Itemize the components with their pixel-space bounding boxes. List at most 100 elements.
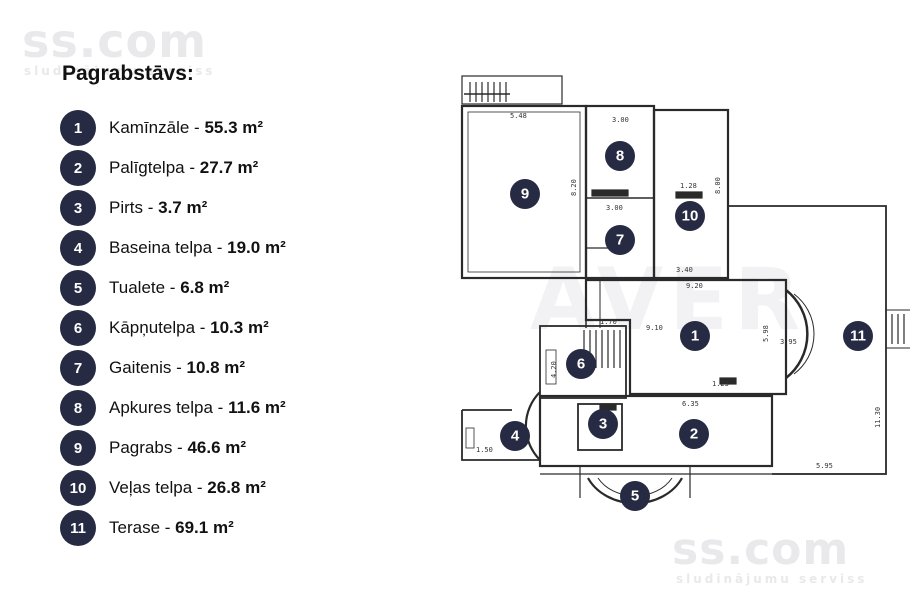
- legend-item: 10 Veļas telpa - 26.8 m²: [60, 468, 286, 508]
- room-name: Baseina telpa -: [109, 238, 228, 257]
- watermark-tagline-top: sludinājumu serviss: [24, 64, 216, 78]
- room-number-badge: 11: [60, 510, 96, 546]
- room-number-badge: 6: [60, 310, 96, 346]
- room-number-badge: 2: [60, 150, 96, 186]
- room-label: Pagrabs - 46.6 m²: [109, 438, 246, 458]
- legend-item: 9 Pagrabs - 46.6 m²: [60, 428, 286, 468]
- room-area: 27.7 m²: [199, 158, 259, 177]
- room-number-badge: 5: [60, 270, 96, 306]
- room-area: 26.8 m²: [207, 478, 266, 497]
- plan-dimensions: 5.48 3.00 8.20 3.40 9.20 9.10 5.98 1.70 …: [476, 112, 882, 470]
- room-area: 10.8 m²: [186, 358, 246, 377]
- room-label: Kāpņutelpa - 10.3 m²: [109, 318, 269, 338]
- legend-item: 2 Palīgtelpa - 27.7 m²: [60, 148, 286, 188]
- room-area: 10.3 m²: [210, 318, 269, 337]
- legend-item: 7 Gaitenis - 10.8 m²: [60, 348, 286, 388]
- dimension-label: 3.00: [606, 204, 623, 212]
- dimension-label: 6.35: [682, 400, 699, 408]
- legend-item: 4 Baseina telpa - 19.0 m²: [60, 228, 286, 268]
- dimension-label: 5.98: [762, 325, 770, 342]
- dimension-label: 1.50: [476, 446, 493, 454]
- legend-item: 8 Apkures telpa - 11.6 m²: [60, 388, 286, 428]
- room-area: 3.7 m²: [158, 198, 208, 217]
- dimension-label: 4.20: [550, 361, 558, 378]
- room-name: Pirts -: [109, 198, 159, 217]
- room-name: Pagrabs -: [109, 438, 188, 457]
- room-legend: 1 Kamīnzāle - 55.3 m² 2 Palīgtelpa - 27.…: [60, 108, 286, 548]
- plan-marker-number: 1: [691, 328, 699, 345]
- dimension-label: 1.70: [600, 318, 617, 326]
- plan-marker-2: 2: [679, 419, 709, 449]
- watermark-brand-top: ss.com: [22, 14, 208, 68]
- floor-plan-drawing: 5.48 3.00 8.20 3.40 9.20 9.10 5.98 1.70 …: [460, 75, 910, 511]
- legend-item: 1 Kamīnzāle - 55.3 m²: [60, 108, 286, 148]
- room-name: Gaitenis -: [109, 358, 187, 377]
- room-area: 19.0 m²: [227, 238, 286, 257]
- room-name: Tualete -: [109, 278, 181, 297]
- dimension-label: 9.10: [646, 324, 663, 332]
- plan-marker-number: 7: [616, 232, 624, 249]
- plan-marker-9: 9: [510, 179, 540, 209]
- room-area: 46.6 m²: [187, 438, 247, 457]
- plan-marker-number: 8: [616, 148, 624, 165]
- plan-marker-11: 11: [843, 321, 873, 351]
- room-label: Tualete - 6.8 m²: [109, 278, 229, 298]
- dimension-label: 3.40: [676, 266, 693, 274]
- room-number-badge: 8: [60, 390, 96, 426]
- plan-marker-8: 8: [605, 141, 635, 171]
- watermark-tagline-bottom: sludinājumu serviss: [676, 572, 868, 586]
- dimension-label: 1.23: [712, 380, 729, 388]
- room-name: Veļas telpa -: [109, 478, 208, 497]
- plan-marker-number: 2: [690, 426, 698, 443]
- plan-marker-number: 5: [631, 488, 639, 505]
- dimension-label: 5.95: [816, 462, 833, 470]
- room-name: Apkures telpa -: [109, 398, 229, 417]
- room-number-badge: 3: [60, 190, 96, 226]
- plan-marker-number: 3: [599, 416, 607, 433]
- dimension-label: 3.00: [612, 116, 629, 124]
- legend-item: 6 Kāpņutelpa - 10.3 m²: [60, 308, 286, 348]
- dimension-label: 9.20: [686, 282, 703, 290]
- room-area: 55.3 m²: [204, 118, 264, 137]
- plan-marker-number: 9: [521, 186, 529, 203]
- plan-marker-number: 10: [682, 208, 699, 225]
- room-name: Kāpņutelpa -: [109, 318, 211, 337]
- dimension-label: 1.28: [680, 182, 697, 190]
- plan-marker-6: 6: [566, 349, 596, 379]
- room-name: Terase -: [109, 518, 176, 537]
- room-name: Kamīnzāle -: [109, 118, 205, 137]
- plan-marker-4: 4: [500, 421, 530, 451]
- room-number-badge: 1: [60, 110, 96, 146]
- plan-marker-number: 6: [577, 356, 585, 373]
- room-label: Veļas telpa - 26.8 m²: [109, 478, 266, 498]
- room-label: Apkures telpa - 11.6 m²: [109, 398, 286, 418]
- legend-item: 11 Terase - 69.1 m²: [60, 508, 286, 548]
- room-name: Palīgtelpa -: [109, 158, 200, 177]
- plan-marker-5: 5: [620, 481, 650, 511]
- room-number-badge: 4: [60, 230, 96, 266]
- plan-marker-number: 11: [850, 328, 866, 345]
- room-label: Baseina telpa - 19.0 m²: [109, 238, 286, 258]
- room-label: Kamīnzāle - 55.3 m²: [109, 118, 263, 138]
- dimension-label: 3.95: [780, 338, 797, 346]
- room-number-badge: 10: [60, 470, 96, 506]
- plan-marker-1: 1: [680, 321, 710, 351]
- room-area: 11.6 m²: [228, 398, 286, 417]
- watermark-brand-bottom: ss.com: [672, 524, 850, 575]
- room-area: 6.8 m²: [180, 278, 230, 297]
- room-area: 69.1 m²: [175, 518, 234, 537]
- plan-marker-3: 3: [588, 409, 618, 439]
- dimension-label: 5.48: [510, 112, 527, 120]
- plan-marker-number: 4: [511, 428, 520, 445]
- watermark-center: AVER: [530, 250, 807, 350]
- dimension-label: 11.30: [874, 407, 882, 428]
- legend-item: 3 Pirts - 3.7 m²: [60, 188, 286, 228]
- plan-marker-7: 7: [605, 225, 635, 255]
- room-label: Terase - 69.1 m²: [109, 518, 234, 538]
- room-number-badge: 7: [60, 350, 96, 386]
- plan-marker-10: 10: [675, 201, 705, 231]
- floor-title: Pagrabstāvs:: [62, 62, 194, 85]
- legend-item: 5 Tualete - 6.8 m²: [60, 268, 286, 308]
- room-number-badge: 9: [60, 430, 96, 466]
- dimension-label: 8.00: [714, 177, 722, 194]
